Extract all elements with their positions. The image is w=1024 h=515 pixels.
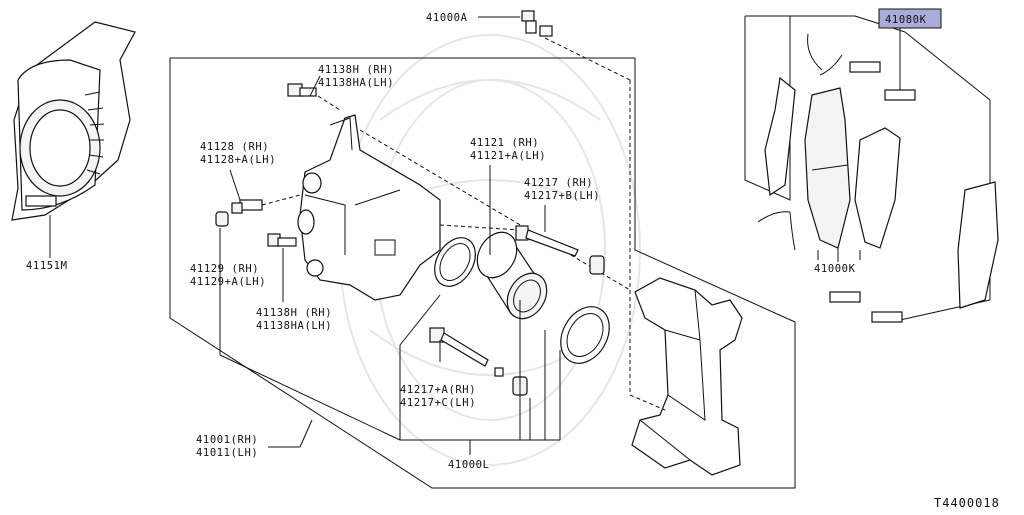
caliper-assembly-outline	[169, 57, 796, 489]
label-41011-lh[interactable]: 41011(LH)	[196, 447, 258, 459]
label-41000l[interactable]: 41000L	[448, 459, 490, 471]
leader-lines	[49, 16, 901, 455]
dust-boot	[560, 306, 610, 364]
label-41128a-lh[interactable]: 41128+A(LH)	[200, 154, 276, 166]
label-41001-rh[interactable]: 41001(RH)	[196, 434, 258, 446]
guide-pin-upper	[515, 225, 605, 275]
bolt-41000a	[521, 10, 631, 81]
label-41129a-lh[interactable]: 41129+A(LH)	[190, 276, 266, 288]
part-labels: 41000A 41080K 41151M 41138H (RH) 41138HA…	[26, 12, 1000, 510]
label-41151m[interactable]: 41151M	[26, 260, 68, 272]
bolt-41138h-upper	[287, 83, 341, 111]
label-41128-rh[interactable]: 41128 (RH)	[200, 141, 269, 153]
bleeder-screw	[231, 194, 301, 214]
label-41000a[interactable]: 41000A	[426, 12, 468, 24]
label-41217c-lh[interactable]: 41217+C(LH)	[400, 397, 476, 409]
label-41121-rh[interactable]: 41121 (RH)	[470, 137, 539, 149]
piston	[476, 231, 548, 320]
label-41138h-upper-rh[interactable]: 41138H (RH)	[318, 64, 394, 76]
label-41138ha-lower-lh[interactable]: 41138HA(LH)	[256, 320, 332, 332]
brake-pads	[757, 33, 999, 323]
label-41217-rh[interactable]: 41217 (RH)	[524, 177, 593, 189]
label-41138h-lower-rh[interactable]: 41138H (RH)	[256, 307, 332, 319]
label-41080k[interactable]: 41080K	[885, 14, 927, 26]
guide-pin-lower	[429, 327, 528, 396]
highlight-box	[878, 8, 942, 29]
piston-seal	[434, 237, 476, 287]
backing-plate	[11, 21, 136, 221]
torque-member	[629, 80, 743, 476]
caliper-body	[297, 114, 631, 301]
bleeder-cap	[215, 211, 229, 227]
bolt-41138h-lower	[267, 233, 297, 247]
label-41000k[interactable]: 41000K	[814, 263, 856, 275]
label-41217a-rh[interactable]: 41217+A(RH)	[400, 384, 476, 396]
label-41129-rh[interactable]: 41129 (RH)	[190, 263, 259, 275]
label-41121a-lh[interactable]: 41121+A(LH)	[470, 150, 546, 162]
label-41138ha-upper-lh[interactable]: 41138HA(LH)	[318, 77, 394, 89]
diagram-code: T4400018	[934, 496, 1000, 510]
label-41217b-lh[interactable]: 41217+B(LH)	[524, 190, 600, 202]
